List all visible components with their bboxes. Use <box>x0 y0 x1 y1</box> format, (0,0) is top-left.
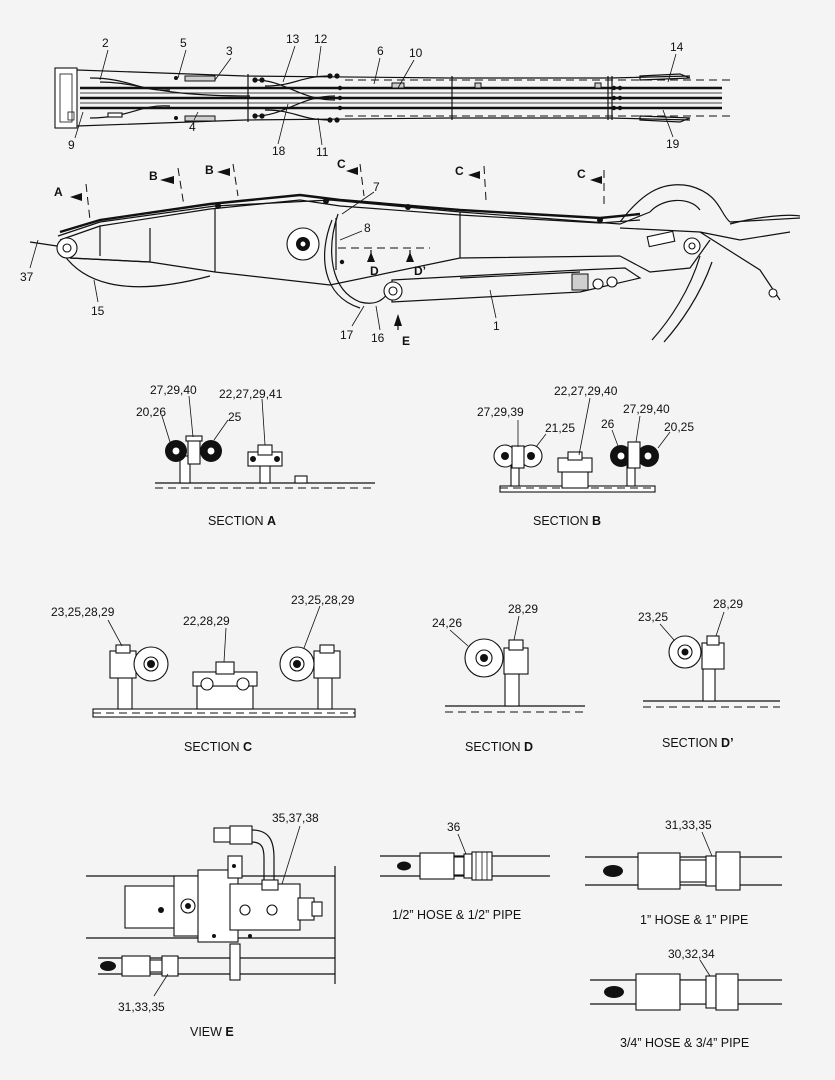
marker-D-prime: D’ <box>414 264 426 278</box>
callout-7: 7 <box>373 180 380 194</box>
marker-B-1: B <box>149 169 158 183</box>
sec-b-callout-2: 27,29,39 <box>477 405 524 419</box>
callout-8: 8 <box>364 221 371 235</box>
view-e-callout-2: 31,33,35 <box>118 1000 165 1014</box>
section-d-prime: 23,25 28,29 SECTION D’ <box>638 597 780 750</box>
callout-31-33-35: 31,33,35 <box>665 818 712 832</box>
sec-b-callout-5: 27,29,40 <box>623 402 670 416</box>
sec-a-callout-4: 22,27,29,41 <box>219 387 283 401</box>
section-b: 22,27,29,40 27,29,39 21,25 26 27,29,40 2… <box>477 384 694 528</box>
sec-d-callout-2: 28,29 <box>508 602 538 616</box>
section-d-caption: SECTION D <box>465 740 533 754</box>
callout-14: 14 <box>670 40 684 54</box>
sec-a-callout-3: 25 <box>228 410 242 424</box>
section-c-caption: SECTION C <box>184 740 252 754</box>
callout-16: 16 <box>371 331 385 345</box>
section-d: 24,26 28,29 SECTION D <box>432 602 585 754</box>
callout-1: 1 <box>493 319 500 333</box>
section-a: 27,29,40 20,26 25 22,27,29,41 SECTION A <box>136 383 375 528</box>
marker-C-1: C <box>337 157 346 171</box>
callout-18: 18 <box>272 144 286 158</box>
boom-side-view <box>29 184 801 343</box>
marker-B-2: B <box>205 163 214 177</box>
sec-dp-callout-1: 23,25 <box>638 610 668 624</box>
section-b-caption: SECTION B <box>533 514 601 528</box>
callout-3: 3 <box>226 44 233 58</box>
section-markers: A B B C C C D D’ E <box>54 157 605 348</box>
sec-c-callout-2: 22,28,29 <box>183 614 230 628</box>
marker-A: A <box>54 185 63 199</box>
three-quarter-inch-hose-detail: 30,32,34 3/4” HOSE & 3/4” PIPE <box>590 947 782 1050</box>
one-inch-hose-detail: 31,33,35 1” HOSE & 1” PIPE <box>585 818 782 927</box>
callout-17: 17 <box>340 328 354 342</box>
top-view-callouts: 2 5 3 13 12 6 10 14 9 4 18 11 19 <box>68 32 684 159</box>
callout-12: 12 <box>314 32 328 46</box>
callout-4: 4 <box>189 120 196 134</box>
marker-D: D <box>370 264 379 278</box>
sec-b-callout-3: 21,25 <box>545 421 575 435</box>
boom-top-view <box>54 67 730 129</box>
sec-c-callout-1: 23,25,28,29 <box>51 605 115 619</box>
sec-d-callout-1: 24,26 <box>432 616 462 630</box>
sec-a-callout-2: 20,26 <box>136 405 166 419</box>
callout-15: 15 <box>91 304 105 318</box>
marker-E: E <box>402 334 410 348</box>
callout-30-32-34: 30,32,34 <box>668 947 715 961</box>
marker-C-3: C <box>577 167 586 181</box>
callout-2: 2 <box>102 36 109 50</box>
half-inch-hose-caption: 1/2” HOSE & 1/2” PIPE <box>392 908 521 922</box>
half-inch-hose-detail: 36 1/2” HOSE & 1/2” PIPE <box>380 820 550 922</box>
callout-13: 13 <box>286 32 300 46</box>
callout-19: 19 <box>666 137 680 151</box>
section-d-prime-caption: SECTION D’ <box>662 736 734 750</box>
callout-6: 6 <box>377 44 384 58</box>
sec-c-callout-3: 23,25,28,29 <box>291 593 355 607</box>
callout-10: 10 <box>409 46 423 60</box>
sec-b-callout-1: 22,27,29,40 <box>554 384 618 398</box>
sec-dp-callout-2: 28,29 <box>713 597 743 611</box>
marker-C-2: C <box>455 164 464 178</box>
three-quarter-inch-hose-caption: 3/4” HOSE & 3/4” PIPE <box>620 1036 749 1050</box>
callout-37: 37 <box>20 270 34 284</box>
callout-9: 9 <box>68 138 75 152</box>
section-c: 23,25,28,29 22,28,29 23,25,28,29 SECTION… <box>51 593 356 754</box>
callout-5: 5 <box>180 36 187 50</box>
side-view-callouts: 7 8 37 15 17 16 1 <box>20 180 500 345</box>
view-e-caption: VIEW E <box>190 1025 234 1039</box>
callout-36: 36 <box>447 820 461 834</box>
sec-b-callout-4: 26 <box>601 417 615 431</box>
sec-b-callout-6: 20,25 <box>664 420 694 434</box>
sec-a-callout-1: 27,29,40 <box>150 383 197 397</box>
one-inch-hose-caption: 1” HOSE & 1” PIPE <box>640 913 748 927</box>
view-e: 35,37,38 31,33,35 VIEW E <box>86 811 336 1039</box>
view-e-callout-1: 35,37,38 <box>272 811 319 825</box>
section-a-caption: SECTION A <box>208 514 276 528</box>
callout-11: 11 <box>316 145 329 159</box>
